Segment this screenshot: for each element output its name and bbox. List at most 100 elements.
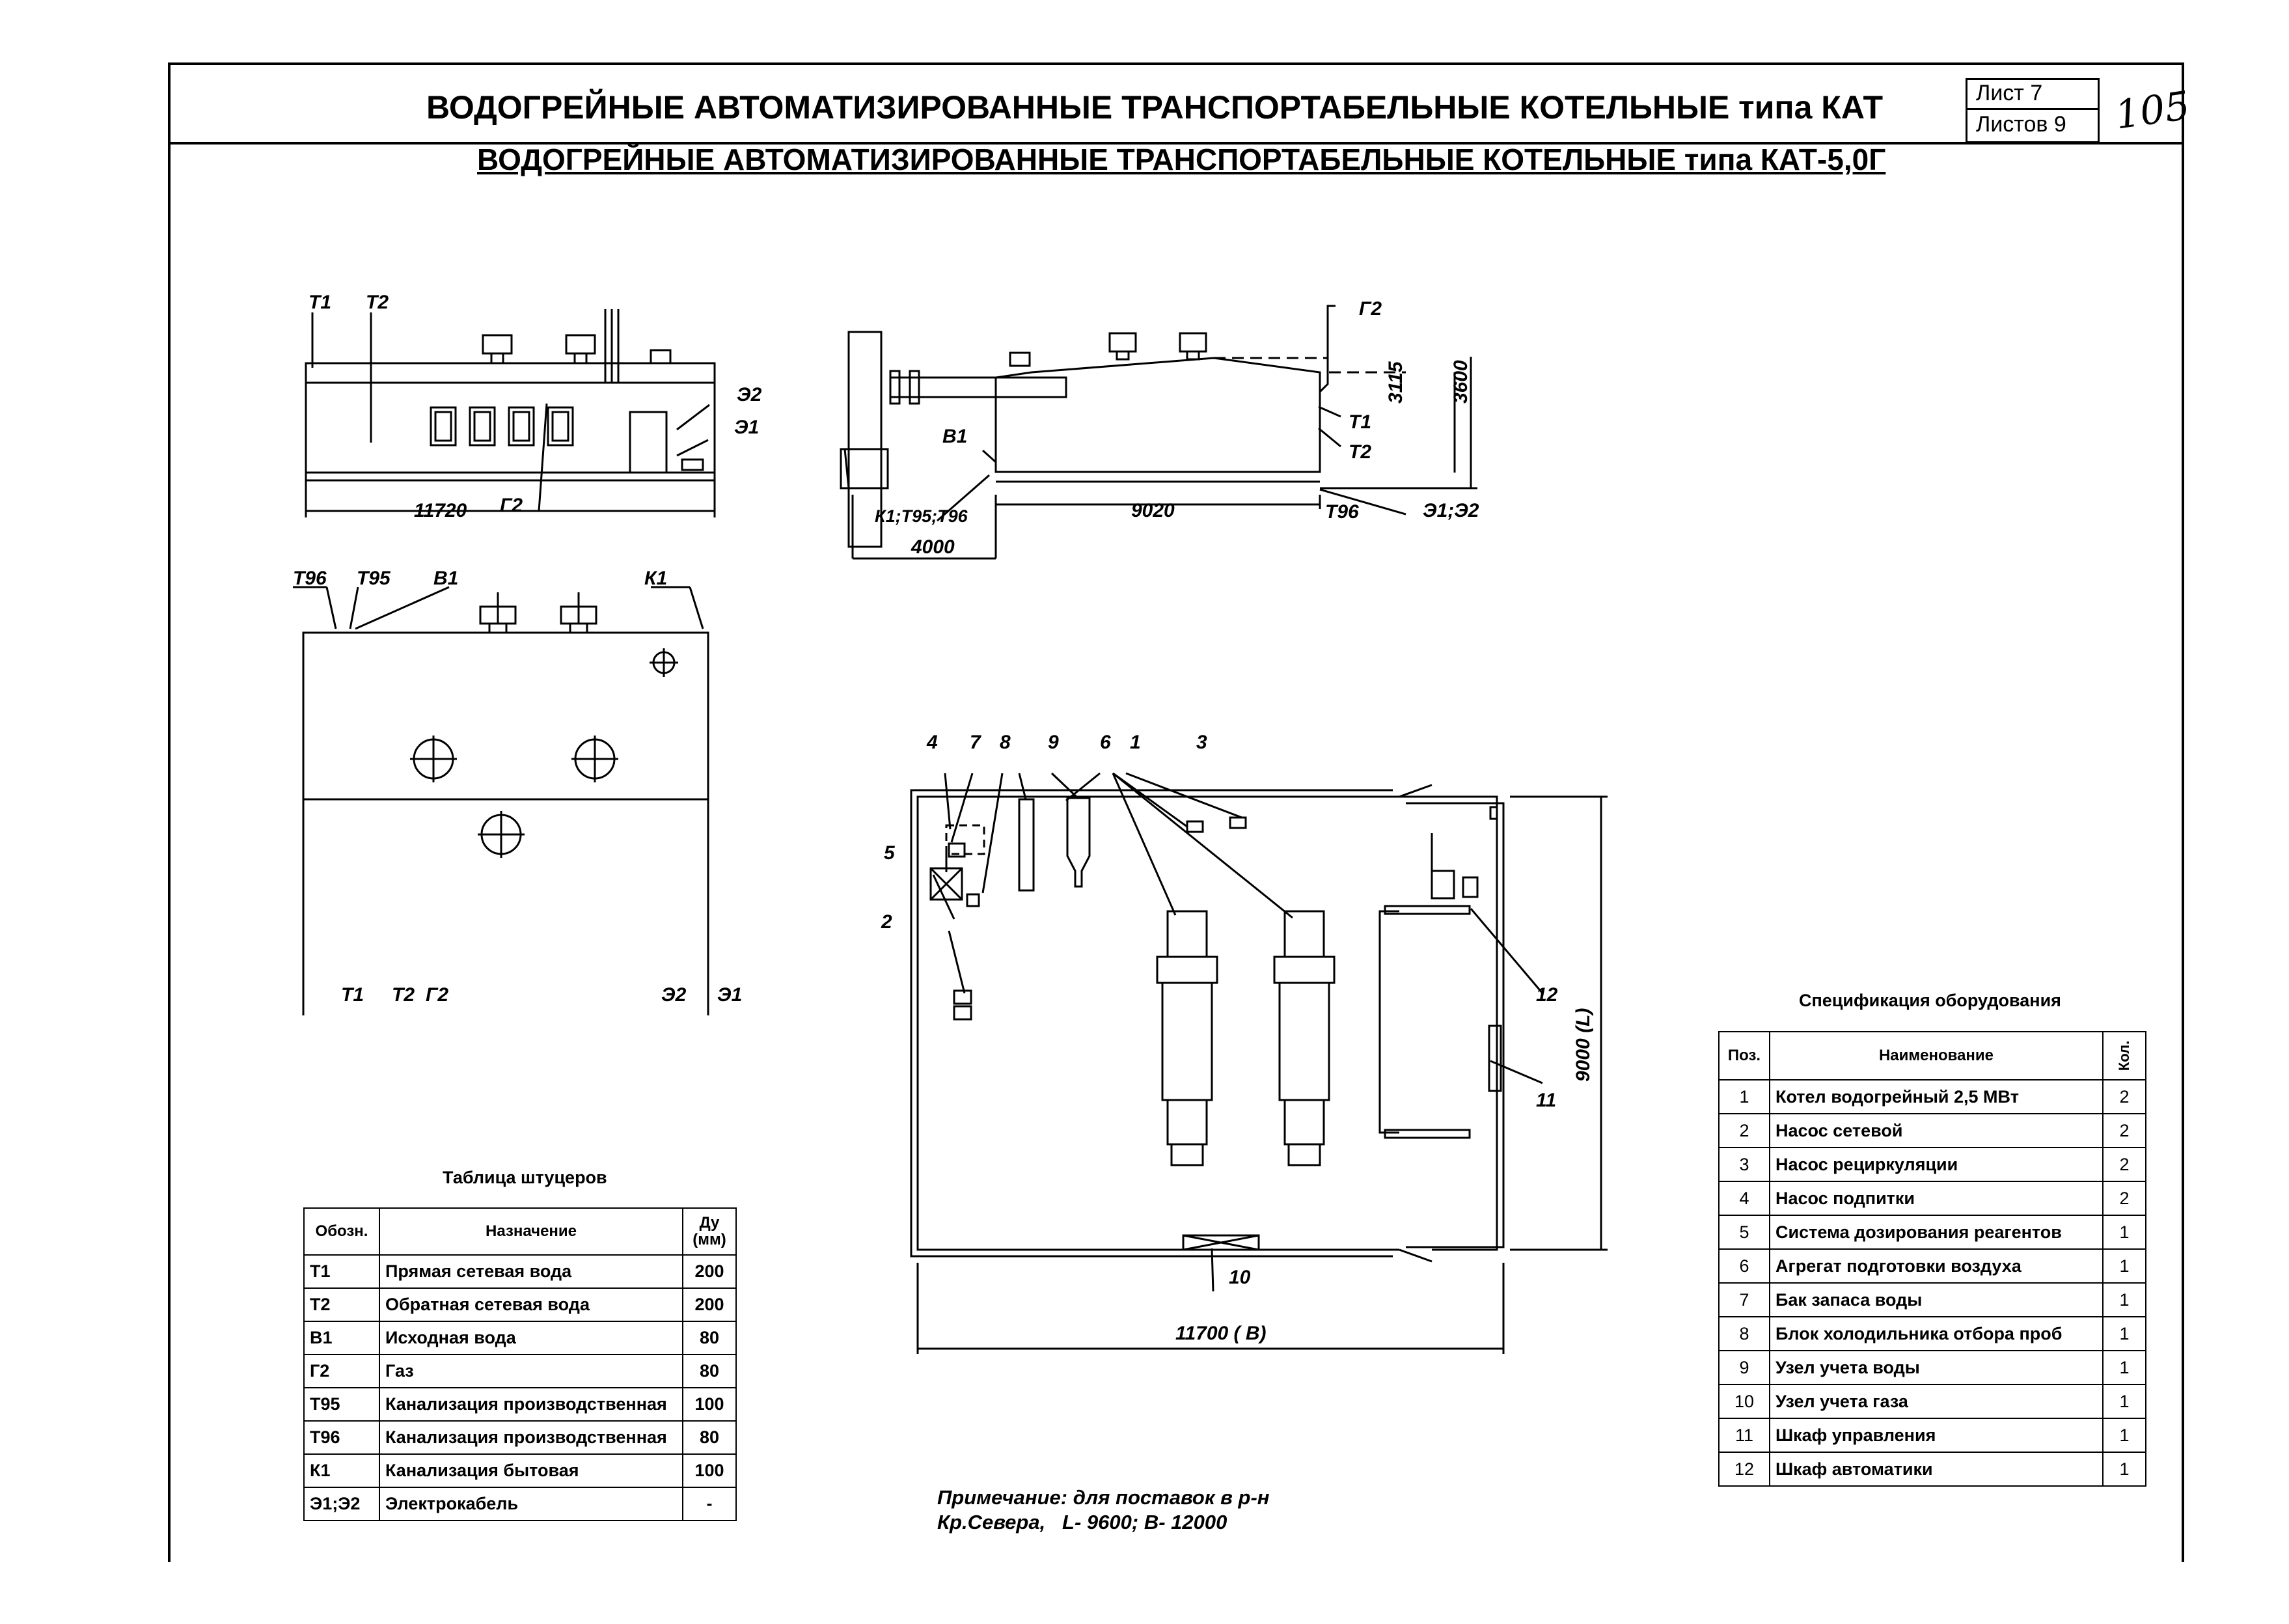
equipment-cell-name: Насос подпитки (1769, 1181, 2104, 1216)
top-label-t95: Т95 (357, 568, 391, 589)
equipment-header-qty-label: Кол. (2116, 1040, 2132, 1071)
plan-callout-9: 9 (1048, 732, 1059, 753)
equipment-cell-name: Узел учета воды (1769, 1350, 2104, 1385)
front-label-g2: Г2 (500, 495, 523, 516)
top-label-t1: Т1 (341, 984, 364, 1006)
equipment-cell-pos: 6 (1718, 1248, 1770, 1284)
equipment-cell-pos: 12 (1718, 1452, 1770, 1487)
fittings-cell-purpose: Канализация производственная (379, 1387, 683, 1422)
plan-dim-width: 11700 ( В) (1175, 1323, 1267, 1344)
plan-callout-1: 1 (1130, 732, 1141, 753)
equipment-cell-qty: 1 (2102, 1350, 2146, 1385)
equipment-cell-pos: 3 (1718, 1147, 1770, 1182)
plan-view-walls (916, 795, 1399, 1251)
top-label-t2: Т2 (392, 984, 415, 1006)
front-view-body (305, 362, 716, 482)
side-view-body (994, 357, 1321, 473)
front-label-t2: Т2 (366, 292, 389, 313)
equipment-header-pos: Поз. (1718, 1031, 1770, 1080)
plan-callout-5: 5 (884, 842, 895, 864)
plan-dim-length: 9000 (L) (1572, 1008, 1594, 1082)
side-dim-4000: 4000 (911, 536, 955, 558)
fittings-table: Обозн. Назначение Ду (мм) Т1 Прямая сете… (303, 1207, 737, 1521)
equipment-cell-name: Котел водогрейный 2,5 МВт (1769, 1079, 2104, 1114)
equipment-cell-name: Насос сетевой (1769, 1113, 2104, 1148)
note-line-1: Примечание: для поставок в р-н (937, 1486, 1270, 1509)
plan-callout-10: 10 (1229, 1267, 1251, 1288)
plan-callout-6: 6 (1100, 732, 1111, 753)
fittings-cell-purpose: Канализация производственная (379, 1420, 683, 1455)
equipment-cell-name: Узел учета газа (1769, 1384, 2104, 1419)
equipment-header-qty: Кол. (2102, 1031, 2146, 1080)
fittings-cell-code: Г2 (303, 1354, 380, 1388)
equipment-cell-pos: 10 (1718, 1384, 1770, 1419)
equipment-header-name: Наименование (1769, 1031, 2104, 1080)
table-row: 10 Узел учета газа 1 (1718, 1384, 2146, 1419)
equipment-cell-qty: 1 (2102, 1418, 2146, 1453)
side-label-t1: Т1 (1349, 411, 1372, 433)
sheet-frame (168, 62, 2184, 1562)
equipment-cell-qty: 1 (2102, 1282, 2146, 1317)
equipment-cell-name: Насос рециркуляции (1769, 1147, 2104, 1182)
main-title: ВОДОГРЕЙНЫЕ АВТОМАТИЗИРОВАННЫЕ ТРАНСПОРТ… (426, 89, 1883, 126)
fittings-cell-code: В1 (303, 1321, 380, 1355)
table-row: Т95 Канализация производственная 100 (303, 1387, 737, 1422)
subtitle: ВОДОГРЕЙНЫЕ АВТОМАТИЗИРОВАННЫЕ ТРАНСПОРТ… (477, 143, 1886, 176)
equipment-cell-name: Агрегат подготовки воздуха (1769, 1248, 2104, 1284)
table-row: 8 Блок холодильника отбора проб 1 (1718, 1316, 2146, 1351)
equipment-cell-pos: 9 (1718, 1350, 1770, 1385)
table-row: Г2 Газ 80 (303, 1354, 737, 1388)
side-view-drawing (840, 305, 1477, 560)
note-line-2: Кр.Севера, L- 9600; В- 12000 (937, 1511, 1227, 1534)
front-dim-length: 11720 (414, 500, 467, 521)
equipment-cell-qty: 2 (2102, 1181, 2146, 1216)
table-row: Э1;Э2 Электрокабель - (303, 1487, 737, 1521)
fittings-cell-code: Э1;Э2 (303, 1487, 380, 1521)
table-row: Т96 Канализация производственная 80 (303, 1420, 737, 1455)
top-label-k1: К1 (644, 568, 668, 589)
fittings-cell-code: Т96 (303, 1420, 380, 1455)
fittings-header-purpose: Назначение (379, 1207, 683, 1256)
equipment-cell-qty: 1 (2102, 1215, 2146, 1250)
equipment-cell-name: Шкаф автоматики (1769, 1452, 2104, 1487)
fittings-cell-diameter: 200 (682, 1254, 737, 1289)
sheet-number-divider (1966, 108, 2100, 110)
fittings-cell-purpose: Прямая сетевая вода (379, 1254, 683, 1289)
equipment-cell-qty: 1 (2102, 1384, 2146, 1419)
side-label-g2: Г2 (1359, 298, 1382, 320)
top-label-g2: Г2 (426, 984, 449, 1006)
table-row: 5 Система дозирования реагентов 1 (1718, 1215, 2146, 1250)
fittings-header-code: Обозн. (303, 1207, 380, 1256)
plan-callout-4: 4 (927, 732, 938, 753)
fittings-cell-purpose: Канализация бытовая (379, 1453, 683, 1488)
equipment-cell-qty: 2 (2102, 1147, 2146, 1182)
side-dim-3115: 3115 (1385, 361, 1406, 404)
table-row: Т1 Прямая сетевая вода 200 (303, 1254, 737, 1289)
fittings-cell-diameter: 80 (682, 1420, 737, 1455)
equipment-cell-pos: 11 (1718, 1418, 1770, 1453)
sheet-number-box (1966, 78, 2100, 143)
side-label-e1-e2: Э1;Э2 (1423, 500, 1479, 521)
equipment-cell-pos: 8 (1718, 1316, 1770, 1351)
top-label-e1: Э1 (717, 984, 743, 1006)
fittings-cell-purpose: Исходная вода (379, 1321, 683, 1355)
top-view-drawing (293, 586, 709, 1015)
sheets-total-label: Листов 9 (1976, 112, 2066, 137)
equipment-cell-pos: 1 (1718, 1079, 1770, 1114)
top-label-e2: Э2 (661, 984, 687, 1006)
side-label-k1-t95-t96: К1;Т95;Т96 (875, 506, 968, 526)
equipment-cell-name: Система дозирования реагентов (1769, 1215, 2104, 1250)
equipment-cell-pos: 7 (1718, 1282, 1770, 1317)
side-dim-9020: 9020 (1131, 500, 1175, 521)
fittings-header-diameter: Ду (мм) (682, 1207, 737, 1256)
equipment-cell-pos: 2 (1718, 1113, 1770, 1148)
plan-callout-7: 7 (970, 732, 981, 753)
table-row: 11 Шкаф управления 1 (1718, 1418, 2146, 1453)
table-row: 12 Шкаф автоматики 1 (1718, 1452, 2146, 1487)
table-row: 2 Насос сетевой 2 (1718, 1113, 2146, 1148)
table-row: К1 Канализация бытовая 100 (303, 1453, 737, 1488)
sheet-label: Лист 7 (1976, 81, 2043, 105)
top-view-body (302, 631, 709, 1015)
table-row: Т2 Обратная сетевая вода 200 (303, 1287, 737, 1322)
